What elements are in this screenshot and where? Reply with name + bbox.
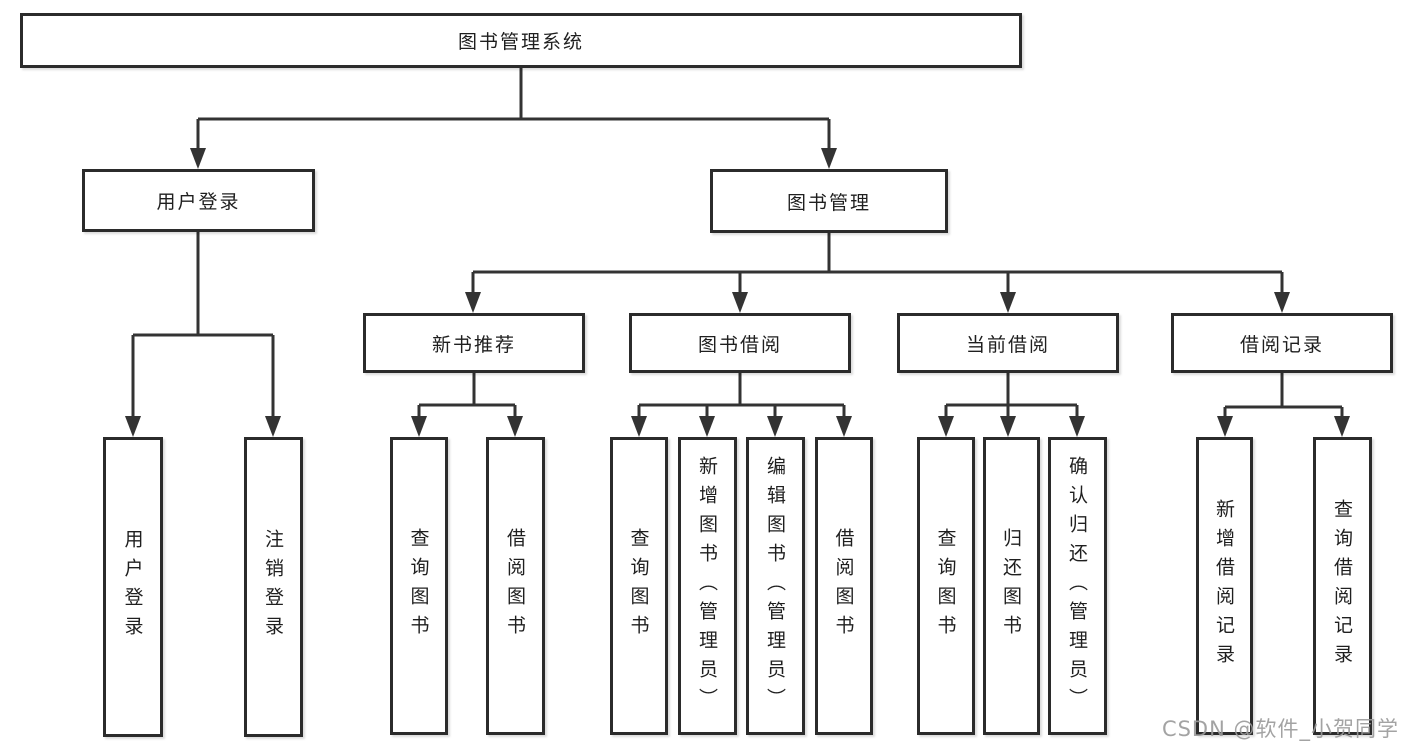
connector-root-to-level2 xyxy=(190,68,837,169)
node-label: 用户登录 xyxy=(121,529,144,645)
connector-section2-children xyxy=(631,373,852,437)
node-s2-query-book: 查询图书 xyxy=(610,437,668,735)
node-user-login: 用户登录 xyxy=(82,169,315,232)
node-label: 归还图书 xyxy=(1000,528,1022,644)
node-root-system: 图书管理系统 xyxy=(20,13,1022,68)
node-label: 确认归还（管理员） xyxy=(1066,455,1088,717)
node-s3-confirm-return-admin: 确认归还（管理员） xyxy=(1048,437,1107,735)
node-s4-add-borrow-record: 新增借阅记录 xyxy=(1196,437,1253,735)
node-label: 借阅图书 xyxy=(504,528,526,644)
node-s2-borrow-book: 借阅图书 xyxy=(815,437,873,735)
node-login-user-login: 用户登录 xyxy=(103,437,163,737)
node-s3-return-book: 归还图书 xyxy=(983,437,1040,735)
connector-management-sections xyxy=(465,233,1290,313)
node-section-book-borrow: 图书借阅 xyxy=(629,313,851,373)
node-section-current-borrow: 当前借阅 xyxy=(897,313,1119,373)
node-label: 查询借阅记录 xyxy=(1331,499,1353,673)
node-s1-query-book: 查询图书 xyxy=(390,437,448,735)
node-label: 查询图书 xyxy=(407,528,430,644)
node-section-new-book-recommend: 新书推荐 xyxy=(363,313,585,373)
node-s2-edit-book-admin: 编辑图书（管理员） xyxy=(746,437,805,735)
node-label: 编辑图书（管理员） xyxy=(764,455,786,717)
connector-section1-children xyxy=(411,373,523,437)
node-section-borrow-record: 借阅记录 xyxy=(1171,313,1393,373)
node-label: 新增借阅记录 xyxy=(1213,499,1235,673)
node-label: 查询图书 xyxy=(934,528,957,644)
node-label: 借阅图书 xyxy=(832,528,855,644)
node-login-logout: 注销登录 xyxy=(244,437,303,737)
node-book-management: 图书管理 xyxy=(710,169,948,233)
node-label: 注销登录 xyxy=(262,529,284,645)
csdn-watermark: CSDN @软件_小贺同学 xyxy=(1161,717,1399,741)
connector-section4-children xyxy=(1217,373,1350,437)
node-s4-query-borrow-record: 查询借阅记录 xyxy=(1313,437,1372,735)
node-label: 新增图书（管理员） xyxy=(696,455,718,717)
connector-login-children xyxy=(125,232,281,437)
connector-section3-children xyxy=(938,373,1085,437)
node-s2-add-book-admin: 新增图书（管理员） xyxy=(678,437,737,735)
node-s1-borrow-book: 借阅图书 xyxy=(486,437,545,735)
node-label: 查询图书 xyxy=(627,528,650,644)
node-s3-query-book: 查询图书 xyxy=(917,437,975,735)
